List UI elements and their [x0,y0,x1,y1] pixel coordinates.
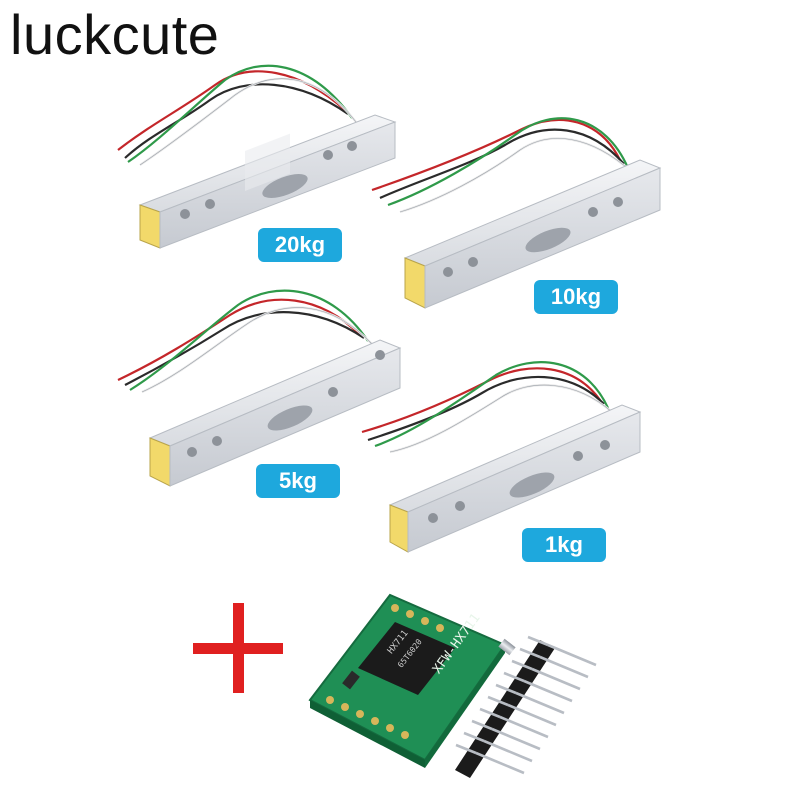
plus-icon [193,603,283,693]
load-cell-10kg [371,117,662,309]
wires [361,361,613,454]
capacity-badge: 1kg [522,528,606,562]
solder-pads [326,604,444,739]
brand-watermark: luckcute [10,3,220,66]
pin-header [455,635,597,778]
capacity-badge: 20kg [258,228,342,262]
load-cell-5kg [117,289,402,487]
capacity-badge: 5kg [256,464,340,498]
capacity-badge: 10kg [534,280,618,314]
wires [117,64,357,166]
wires [371,117,633,214]
load-cell-1kg [361,361,642,553]
load-cell-20kg [117,64,397,249]
wires [117,289,373,394]
